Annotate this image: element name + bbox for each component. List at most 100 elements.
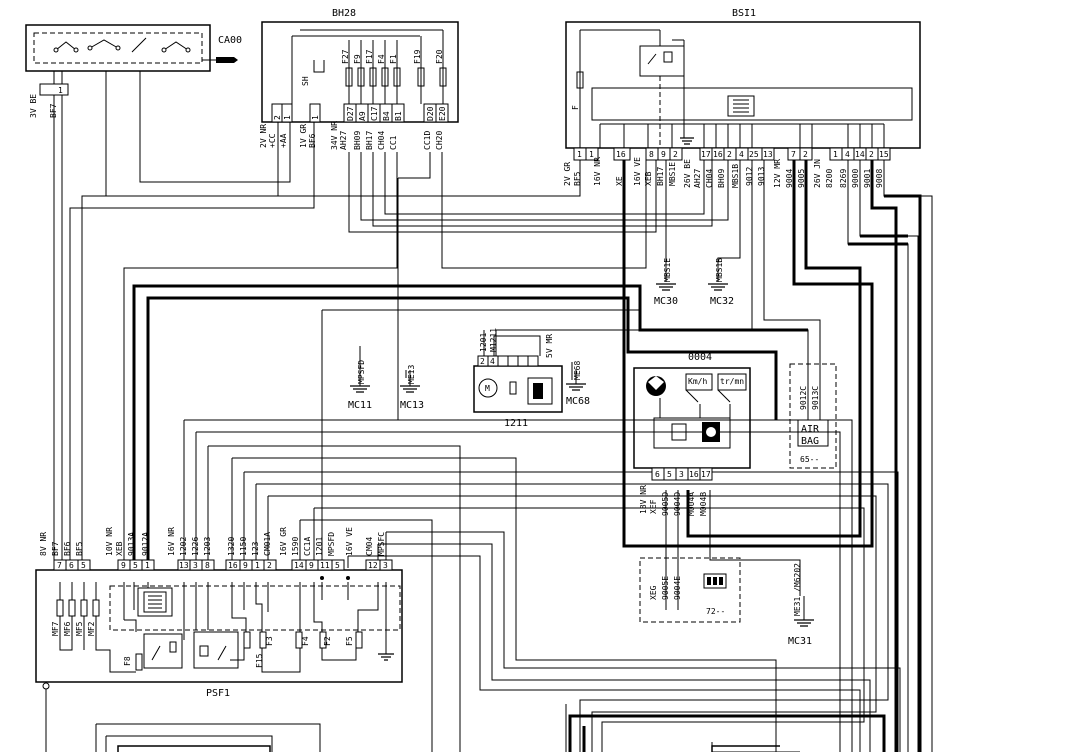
wire-label: XEF (649, 499, 658, 514)
psf1-fuse: MF5 (75, 621, 84, 636)
ground-wire-mpsfd: MPSFD (357, 360, 366, 384)
bh28-fuse-f4: F4 (377, 54, 386, 64)
c0004-label: 0004 (688, 352, 712, 363)
ground-mc11: MC11 (348, 400, 372, 411)
bsi1-pin: 1 (833, 150, 838, 159)
ground-mc31: MC31 (788, 636, 812, 647)
bh28-pin: 1 (283, 115, 292, 120)
bh28-fuses: F27 F9 F17 F4 F1 F19 F20 (341, 49, 447, 87)
airbag-text-1: AIR (801, 424, 820, 435)
wire-label: 8269 (839, 169, 848, 188)
wire-label: AH27 (339, 131, 348, 150)
psf1-fuse: MF6 (63, 621, 72, 636)
bh28-pin: E20 (438, 106, 447, 121)
wire-label: 1202 (179, 537, 188, 556)
bh28-fuse-f27: F27 (341, 49, 350, 64)
bh28-pin: B4 (382, 111, 391, 121)
bh28-pin: 2 (273, 115, 282, 120)
bsi1-pin: 16 (616, 150, 626, 159)
wire-label: 123 (251, 541, 260, 556)
psf1-fuse: F15 (255, 653, 264, 668)
psf1-pin: 12 (368, 561, 378, 570)
wire-label: BF5 (573, 171, 582, 186)
bsi1-pin: 4 (739, 150, 744, 159)
ground-wire-mbs1b: MBS1B (715, 258, 724, 282)
bh28-fuse-f19: F19 (413, 49, 422, 64)
wire-label: BF6 (63, 541, 72, 556)
bsi1-pin: 7 (791, 150, 796, 159)
psf1-fuse: F2 (323, 636, 332, 646)
c1211-pin: 4 (490, 357, 495, 366)
bsi1-pin: 1 (589, 150, 594, 159)
ground-wire-mbs1e: MBS1E (663, 258, 672, 282)
ground-mc68: MC68 (566, 396, 590, 407)
bh28-pin: B1 (394, 111, 403, 121)
wire-label: BF6 (308, 133, 317, 148)
bsi1-fuse-label: F (571, 105, 580, 110)
bottom-partial-boxes (117, 745, 780, 752)
wire-label: 16V NR (593, 157, 602, 186)
ground-symbols: MBS1E MC30 MBS1B MC32 MPSFD MC11 ME13 MC… (348, 258, 814, 647)
psf1-fuse: F5 (345, 636, 354, 646)
bh28-fuse-f1: F1 (389, 54, 398, 64)
psf1-fuse: F3 (265, 636, 274, 646)
airbag-text-2: BAG (801, 436, 819, 447)
bsi1-pin: 17 (701, 150, 711, 159)
psf1-pin: 9 (243, 561, 248, 570)
wire-label: 9004 (785, 169, 794, 188)
wire-label: 34V NR (330, 121, 339, 150)
ground-wire-me13: ME13 (407, 365, 416, 384)
psf1-pin: 9 (309, 561, 314, 570)
bsi1-wire-labels: 2V GR BF5 16V NR XE 16V VE XEB BH17 MBS1… (563, 157, 884, 188)
c1211-label: 1211 (504, 418, 528, 429)
psf1-fuse: MF2 (87, 621, 96, 636)
thick-wires (132, 160, 922, 752)
bsi1-pin: 9 (661, 150, 666, 159)
bh28-fuse-f17: F17 (365, 49, 374, 64)
wire-label: 9013A (127, 532, 136, 556)
bsi1-pin: 1 (577, 150, 582, 159)
wire-label: 26V JN (813, 159, 822, 188)
ca00-component: CA00 1 3V BE BF7 (25, 24, 242, 118)
psf1-fuse: MF7 (51, 621, 60, 636)
bsi1-pin: 13 (763, 150, 773, 159)
bh28-pin: 1 (311, 115, 320, 120)
wire-label: 1201 (315, 537, 324, 556)
wire-label: 1320 (227, 537, 236, 556)
component-1211: 2 4 M 1201 M1211 5V MR 1211 (473, 328, 563, 429)
wire-label: BH17 (365, 131, 374, 150)
wire-label: MPSFD (327, 532, 336, 556)
c0004-trmn: tr/mn (720, 377, 744, 386)
wire-label: BH17 (656, 167, 665, 186)
c0004-kmh: Km/h (688, 377, 707, 386)
psf1-pin: 8 (205, 561, 210, 570)
wire-label: 26V BE (683, 159, 692, 188)
bh28-label: BH28 (332, 8, 356, 19)
bh28-component: BH28 F27 F9 F17 F4 F1 F19 F20 SH (259, 8, 459, 150)
psf1-pin: 9 (121, 561, 126, 570)
wire-label: 9008 (875, 169, 884, 188)
airbag-component: 9012C 9013C AIR BAG 65-- (789, 363, 837, 469)
wire-label: MPSFC (377, 532, 386, 556)
wire-label: 1590 (291, 537, 300, 556)
wire-label: MBS1E (668, 162, 677, 186)
ca00-wire-1: 3V BE (29, 94, 38, 118)
psf1-pin: 16 (228, 561, 238, 570)
bsi1-pin: 8 (649, 150, 654, 159)
airbag-wire-9013c: 9013C (811, 386, 820, 410)
wire-label: XEB (115, 541, 124, 556)
wire-label: 2V NR (259, 124, 268, 148)
wire-label: CH20 (435, 131, 444, 150)
wire-label: +AA (279, 133, 288, 148)
psf1-pin: 3 (193, 561, 198, 570)
box-72-component: XEG 9005E 9004E 72-- (639, 557, 741, 623)
bsi1-pin: 2 (869, 150, 874, 159)
wire-label: 9005D (661, 492, 670, 516)
wire-label: 18V NR (639, 485, 648, 514)
component-0004: 0004 Km/h tr/mn 6 5 3 16 17 18V NR XEF 9… (633, 352, 751, 516)
ca00-pin: 1 (58, 86, 63, 95)
ground-mc13: MC13 (400, 400, 424, 411)
psf1-pin: 1 (145, 561, 150, 570)
wire-label: BH09 (717, 169, 726, 188)
